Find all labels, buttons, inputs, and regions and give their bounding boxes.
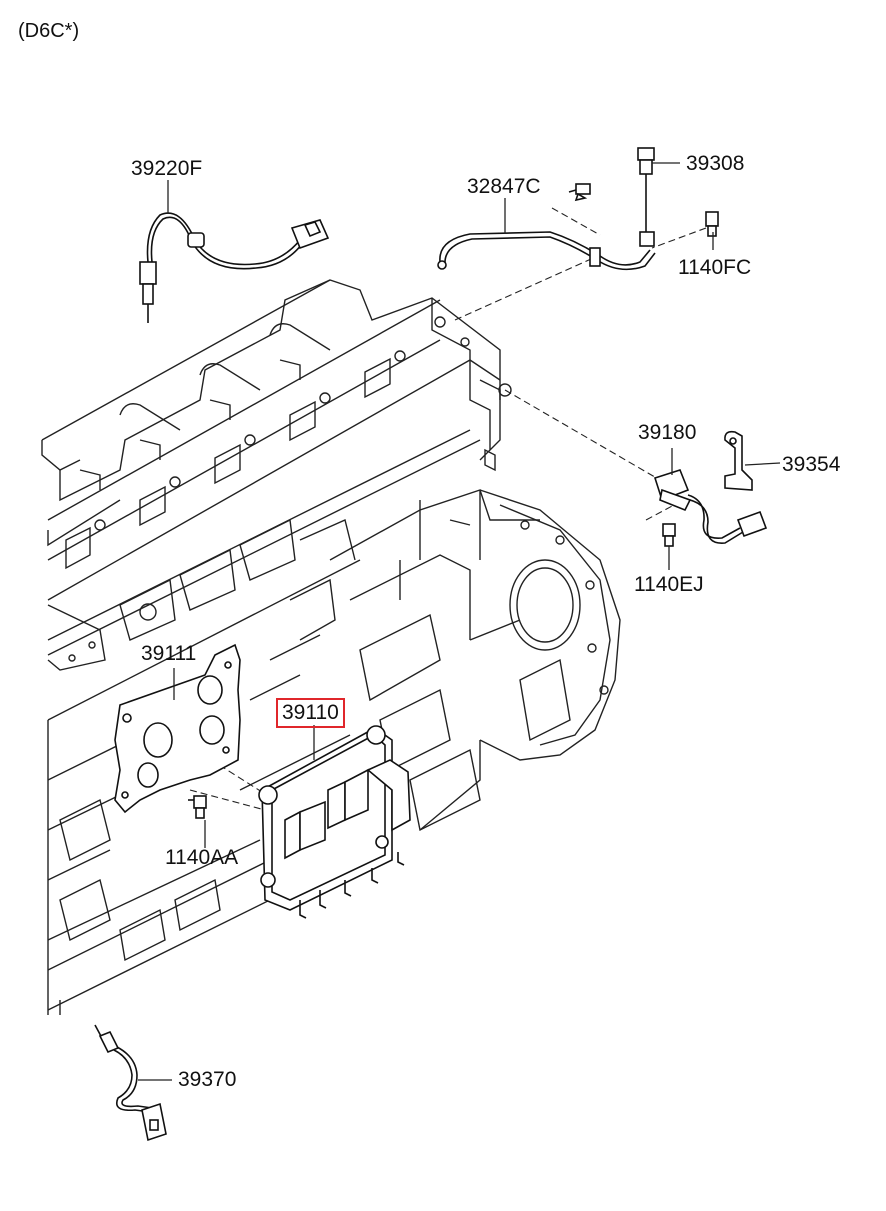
leader-lines — [138, 162, 781, 1081]
part-label-39354[interactable]: 39354 — [782, 453, 841, 476]
part-label-39110-highlighted[interactable]: 39110 — [276, 698, 345, 728]
bolt-1140aa — [188, 795, 207, 819]
ecu-bracket-39111 — [114, 643, 241, 814]
pipe-32847c — [437, 183, 656, 271]
part-label-1140aa[interactable]: 1140AA — [165, 846, 239, 869]
part-label-39370[interactable]: 39370 — [178, 1068, 237, 1091]
exhaust-temp-sensor-39220f — [139, 212, 330, 323]
ecu-39110 — [258, 725, 411, 919]
part-label-1140fc[interactable]: 1140FC — [678, 256, 752, 279]
part-label-39111[interactable]: 39111 — [141, 642, 197, 665]
bolt-1140fc — [705, 211, 719, 237]
pressure-sensor-39308 — [637, 147, 655, 247]
bolt-1140ej — [662, 523, 676, 547]
part-label-1140ej[interactable]: 1140EJ — [634, 573, 704, 596]
part-label-39180[interactable]: 39180 — [638, 421, 697, 444]
part-label-32847c[interactable]: 32847C — [467, 175, 541, 198]
crank-position-sensor-39180 — [653, 469, 768, 544]
engine-variant-label: (D6C*) — [18, 20, 80, 42]
part-label-39308[interactable]: 39308 — [686, 152, 745, 175]
part-label-39220f[interactable]: 39220F — [131, 157, 203, 180]
bracket-39354 — [724, 430, 753, 491]
engine-block-outline — [41, 279, 621, 1015]
temp-sensor-39370 — [94, 1024, 167, 1142]
